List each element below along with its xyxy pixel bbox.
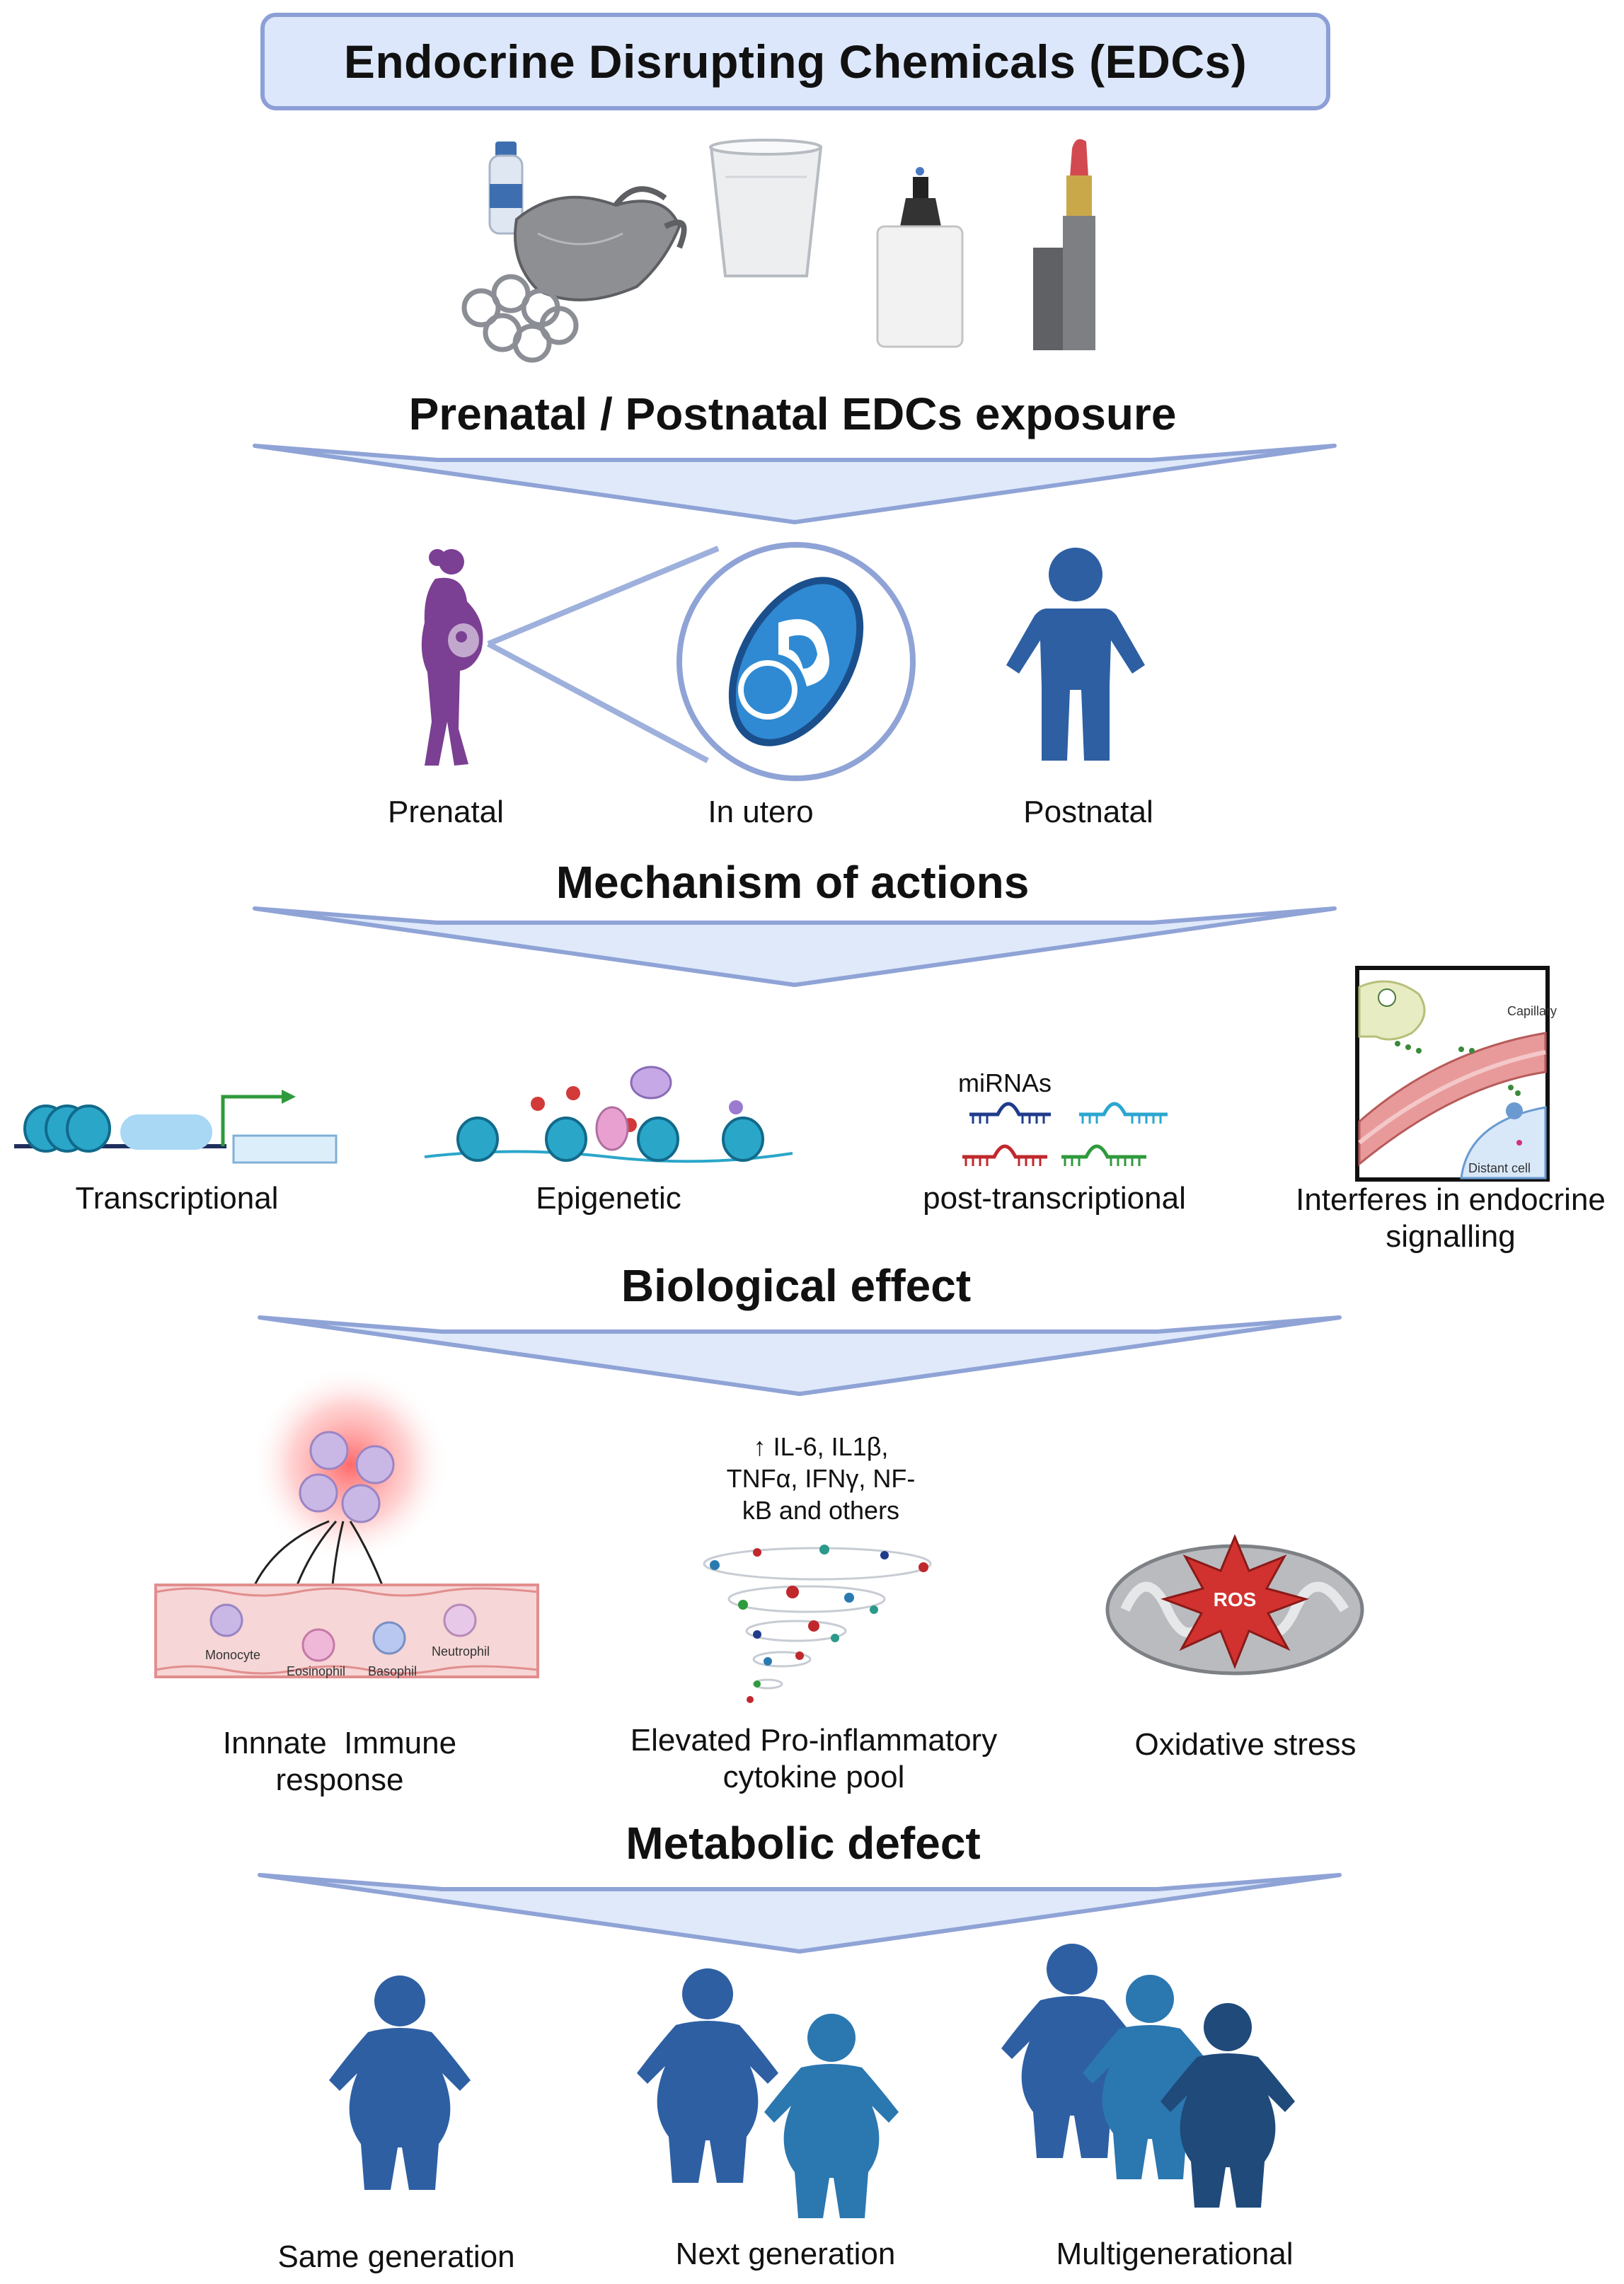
label-prenatal: Prenatal <box>388 795 504 829</box>
mechanism-heading: Mechanism of actions <box>555 857 1030 908</box>
label-next-generation: Next generation <box>675 2237 896 2271</box>
cytokine-list-text-1: IL-6, IL1β, <box>773 1432 889 1461</box>
same-generation-figure <box>329 1976 471 2190</box>
innate-line-2: response <box>275 1762 404 1797</box>
cytokine-list: ↑ IL-6, IL1β, TNFα, IFNγ, NF- kB and oth… <box>701 1431 941 1526</box>
cytokine-line-1: Elevated Pro-inflammatory <box>630 1723 998 1758</box>
label-mirnas: miRNAs <box>958 1068 1052 1097</box>
cytokine-line-2: cytokine pool <box>722 1759 905 1794</box>
mitochondrion-ros-illustration: ROS <box>1105 1534 1364 1675</box>
endocrine-line-1: Interferes in endocrine <box>1296 1182 1606 1217</box>
label-endocrine-signalling: Interferes in endocrine signalling <box>1288 1182 1613 1255</box>
label-epigenetic: Epigenetic <box>536 1181 681 1216</box>
cytokine-list-line-1: ↑ IL-6, IL1β, <box>701 1431 941 1463</box>
child-icon <box>1006 548 1145 761</box>
endocrine-signalling-illustration: Capillary Distant cell <box>1355 966 1557 1182</box>
label-multigenerational: Multigenerational <box>1056 2237 1294 2271</box>
biological-heading: Biological effect <box>621 1260 972 1311</box>
transcriptional-illustration <box>14 1090 338 1164</box>
label-oxidative-stress: Oxidative stress <box>1134 1727 1357 1762</box>
endocrine-line-2: signalling <box>1386 1218 1516 1254</box>
monocyte-label: Monocyte <box>205 1648 260 1662</box>
label-cytokine-pool: Elevated Pro-inflammatory cytokine pool <box>587 1722 1040 1796</box>
plastic-bottle-icon <box>488 142 524 235</box>
label-post-transcriptional: post-transcriptional <box>923 1181 1186 1216</box>
label-in-utero: In utero <box>708 795 814 829</box>
cytokine-list-line-2: TNFα, IFNγ, NF- <box>726 1464 916 1493</box>
multigenerational-figures <box>1001 1944 1295 2208</box>
cytokine-tornado-illustration <box>703 1545 932 1703</box>
label-same-generation: Same generation <box>277 2239 515 2274</box>
pregnant-woman-icon <box>421 549 483 766</box>
capillary-label: Capillary <box>1507 1004 1557 1018</box>
innate-line-1: Innnate Immune <box>222 1726 457 1760</box>
cytokine-list-line-3: kB and others <box>742 1496 900 1525</box>
metabolic-chevron <box>258 1873 1342 1954</box>
exposure-heading: Prenatal / Postnatal EDCs exposure <box>408 388 1177 439</box>
metabolic-heading: Metabolic defect <box>626 1818 981 1869</box>
exposure-chevron <box>253 444 1337 524</box>
label-innate-immune: Innnate Immune response <box>184 1725 495 1799</box>
next-generation-figures <box>637 1968 899 2218</box>
dropper-bottle-icon <box>876 167 964 348</box>
in-utero-zoom-lines <box>487 546 720 763</box>
basophil-label: Basophil <box>368 1664 417 1678</box>
distant-cell-label: Distant cell <box>1468 1161 1531 1175</box>
label-transcriptional: Transcriptional <box>75 1181 279 1216</box>
biological-chevron <box>258 1315 1342 1396</box>
six-pack-rings-icon <box>461 274 579 363</box>
edc-products-illustration <box>461 139 1095 363</box>
page-title: Endocrine Disrupting Chemicals (EDCs) <box>343 35 1248 88</box>
plastic-bag-icon <box>514 186 687 301</box>
plastic-cup-icon <box>709 139 823 277</box>
mechanism-chevron <box>253 906 1337 987</box>
eosinophil-label: Eosinophil <box>287 1664 345 1678</box>
innate-immune-illustration: Monocyte Eosinophil Basophil Neutrophil <box>154 1366 539 1678</box>
neutrophil-label: Neutrophil <box>432 1644 490 1659</box>
lipstick-icon <box>1033 139 1095 350</box>
mirna-illustration <box>962 1102 1168 1166</box>
title-box: Endocrine Disrupting Chemicals (EDCs) <box>260 13 1330 110</box>
ros-label: ROS <box>1214 1588 1257 1610</box>
label-postnatal: Postnatal <box>1023 795 1153 829</box>
up-arrow-icon: ↑ <box>753 1432 773 1461</box>
epigenetic-illustration <box>424 1066 793 1163</box>
in-utero-fetus-icon <box>676 542 916 781</box>
